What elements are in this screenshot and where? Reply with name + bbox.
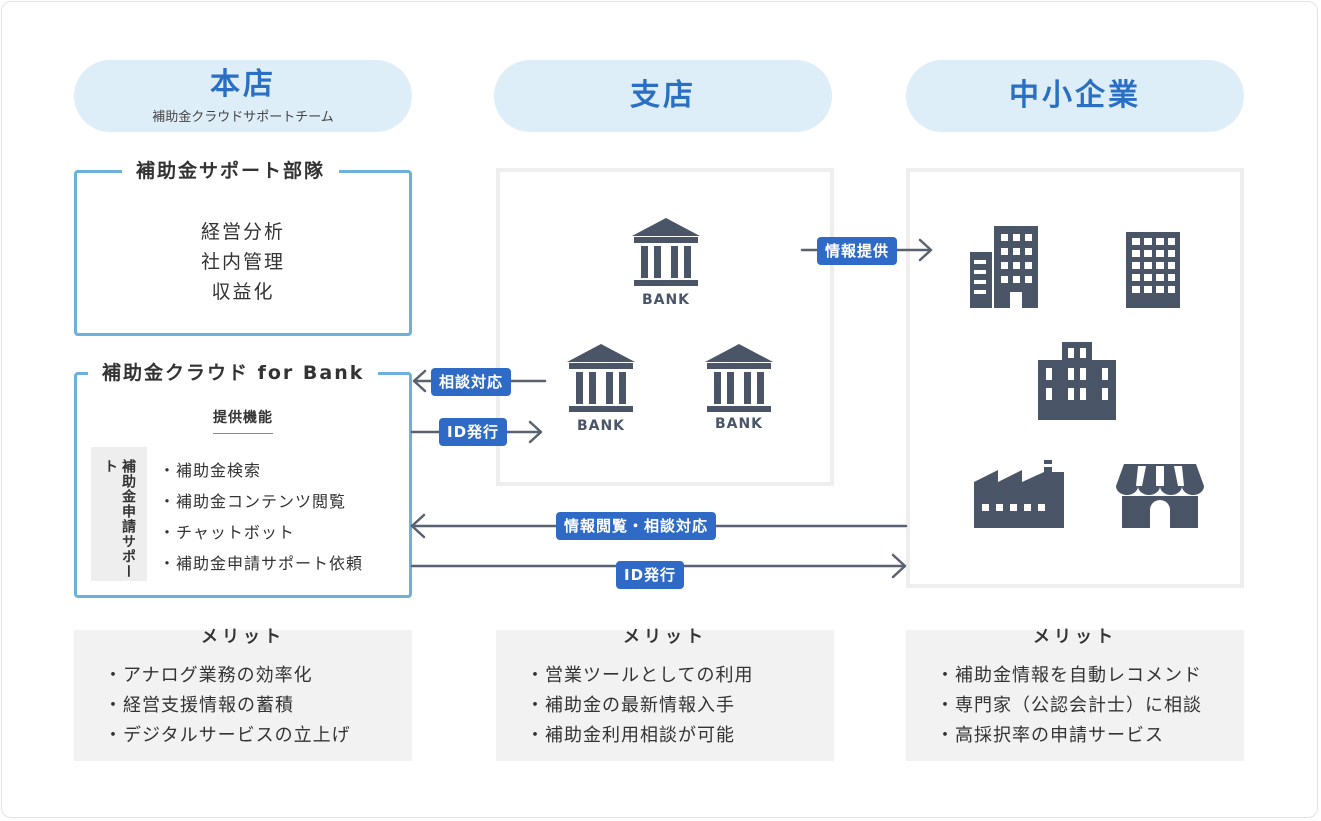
merit-heading: メリット <box>623 627 707 647</box>
merit-item: 専門家（公認会計士）に相談 <box>936 691 1244 721</box>
features-list: 補助金検索 補助金コンテンツ閲覧 チャットボット 補助金申請サポート依頼 <box>159 455 363 579</box>
header-chusho: 中小企業 <box>906 60 1244 132</box>
side-label-box: 補助金申請サポート <box>91 447 147 581</box>
support-item: 社内管理 <box>200 251 285 273</box>
honten-subtitle: 補助金クラウドサポートチーム <box>152 109 334 125</box>
merit-item: アナログ業務の効率化 <box>104 661 412 691</box>
cloud-title: 補助金クラウド for Bank <box>88 358 379 385</box>
tag-consult: 相談対応 <box>431 368 512 396</box>
bank-icon <box>567 344 635 412</box>
merit-item: 補助金情報を自動レコメンド <box>936 661 1244 691</box>
support-team-box: 経営分析 社内管理 収益化 <box>74 170 412 336</box>
support-item: 経営分析 <box>200 221 285 243</box>
merit-item: 補助金利用相談が可能 <box>526 721 834 751</box>
feature-item: 補助金申請サポート依頼 <box>159 548 363 579</box>
feature-item: 補助金コンテンツ閲覧 <box>159 486 363 517</box>
merit-shiten: メリット 営業ツールとしての利用 補助金の最新情報入手 補助金利用相談が可能 <box>496 627 834 761</box>
building-icon <box>1038 342 1116 420</box>
merit-item: 補助金の最新情報入手 <box>526 691 834 721</box>
merit-item: 営業ツールとしての利用 <box>526 661 834 691</box>
support-item: 収益化 <box>211 281 275 303</box>
bank-icon <box>705 344 773 412</box>
feature-item: 補助金検索 <box>159 455 363 486</box>
merit-item: 高採択率の申請サービス <box>936 721 1244 751</box>
merit-heading: メリット <box>1033 627 1117 647</box>
features-heading: 提供機能 <box>213 407 273 434</box>
merit-item: デジタルサービスの立上げ <box>104 721 412 751</box>
bank-icon <box>632 218 700 286</box>
merit-honten: メリット アナログ業務の効率化 経営支援情報の蓄積 デジタルサービスの立上げ <box>74 627 412 761</box>
support-team-title: 補助金サポート部隊 <box>122 156 340 183</box>
merit-heading: メリット <box>201 627 285 647</box>
tag-info-provide: 情報提供 <box>817 237 898 265</box>
chusho-title: 中小企業 <box>1009 78 1141 113</box>
tag-view-consult: 情報閲覧・相談対応 <box>556 512 717 540</box>
bank-label: BANK <box>576 418 626 434</box>
support-team-items: 経営分析 社内管理 収益化 <box>77 217 409 307</box>
shiten-title: 支店 <box>630 78 696 113</box>
merit-chusho: メリット 補助金情報を自動レコメンド 専門家（公認会計士）に相談 高採択率の申請… <box>906 627 1244 761</box>
tag-id-issue: ID発行 <box>439 418 508 446</box>
header-honten: 本店 補助金クラウドサポートチーム <box>74 60 412 132</box>
side-label: 補助金申請サポート <box>102 459 136 579</box>
cloud-box: 提供機能 補助金申請サポート 補助金検索 補助金コンテンツ閲覧 チャットボット … <box>74 372 412 598</box>
bank-label: BANK <box>714 416 764 432</box>
building-icon <box>1126 232 1180 308</box>
merit-item: 経営支援情報の蓄積 <box>104 691 412 721</box>
features-heading-wrap: 提供機能 <box>77 407 409 434</box>
shop-icon <box>1116 464 1204 528</box>
honten-title: 本店 <box>210 66 276 102</box>
feature-item: チャットボット <box>159 517 363 548</box>
header-shiten: 支店 <box>494 60 832 132</box>
office-building-icon <box>970 226 1038 308</box>
tag-id-issue-sme: ID発行 <box>616 561 685 589</box>
factory-icon <box>974 460 1064 528</box>
bank-label: BANK <box>641 292 691 308</box>
